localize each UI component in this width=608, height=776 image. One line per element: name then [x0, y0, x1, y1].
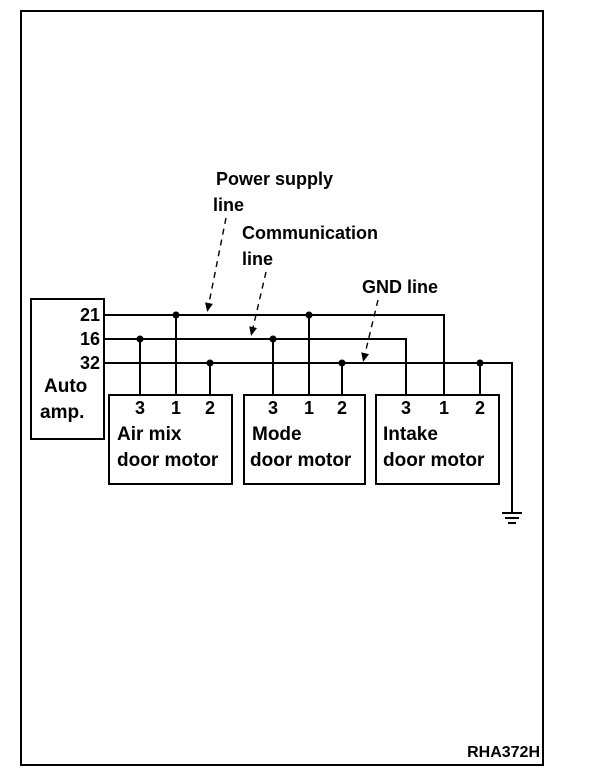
intake-motor-label: Intake — [383, 424, 438, 445]
ground-icon — [502, 512, 522, 524]
mode-door-motor-box — [243, 394, 366, 485]
mode-pin-1: 1 — [304, 398, 314, 418]
intake-pin-1: 1 — [439, 398, 449, 418]
gnd-line-arrow — [361, 299, 379, 362]
air-mix-power-junction — [172, 311, 180, 319]
mode-motor-label: Mode — [252, 424, 302, 445]
figure-frame — [20, 10, 544, 766]
power-supply-label-line2: line — [213, 195, 244, 215]
intake-motor-label-line2: door motor — [383, 450, 485, 471]
communication-label-line2: line — [242, 249, 273, 269]
power-supply-label: Power supply — [216, 169, 333, 189]
air-mix-pin-2: 2 — [205, 398, 215, 418]
intake-pin-2: 2 — [475, 398, 485, 418]
air-mix-pin-3: 3 — [135, 398, 145, 418]
air-mix-pin-1: 1 — [171, 398, 181, 418]
air-mix-comm-junction — [136, 335, 144, 343]
auto-amp-terminal-21: 21 — [80, 305, 100, 325]
power-supply-arrow — [205, 217, 227, 312]
mode-motor-label-line2: door motor — [250, 450, 352, 471]
communication-arrow — [249, 271, 267, 336]
gnd-line-label: GND line — [362, 277, 438, 297]
intake-gnd-junction — [476, 359, 484, 367]
air-mix-motor-label-line2: door motor — [117, 450, 219, 471]
air-mix-gnd-junction — [206, 359, 214, 367]
communication-wire — [104, 338, 407, 395]
auto-amp-terminal-32: 32 — [80, 353, 100, 373]
mode-power-junction — [305, 311, 313, 319]
auto-amp-label-line2: amp. — [40, 402, 84, 423]
gnd-wire — [104, 362, 513, 513]
mode-comm-junction — [269, 335, 277, 343]
intake-door-motor-box — [375, 394, 500, 485]
intake-pin-3: 3 — [401, 398, 411, 418]
mode-gnd-junction — [338, 359, 346, 367]
mode-pin-2: 2 — [337, 398, 347, 418]
communication-label: Communication — [242, 223, 378, 243]
mode-pin-3: 3 — [268, 398, 278, 418]
auto-amp-box — [30, 298, 105, 440]
auto-amp-terminal-16: 16 — [80, 329, 100, 349]
air-mix-motor-label: Air mix — [117, 424, 182, 445]
air-mix-door-motor-box — [108, 394, 233, 485]
figure-code: RHA372H — [467, 744, 540, 761]
power-supply-wire — [104, 314, 445, 395]
auto-amp-label: Auto — [44, 376, 87, 397]
